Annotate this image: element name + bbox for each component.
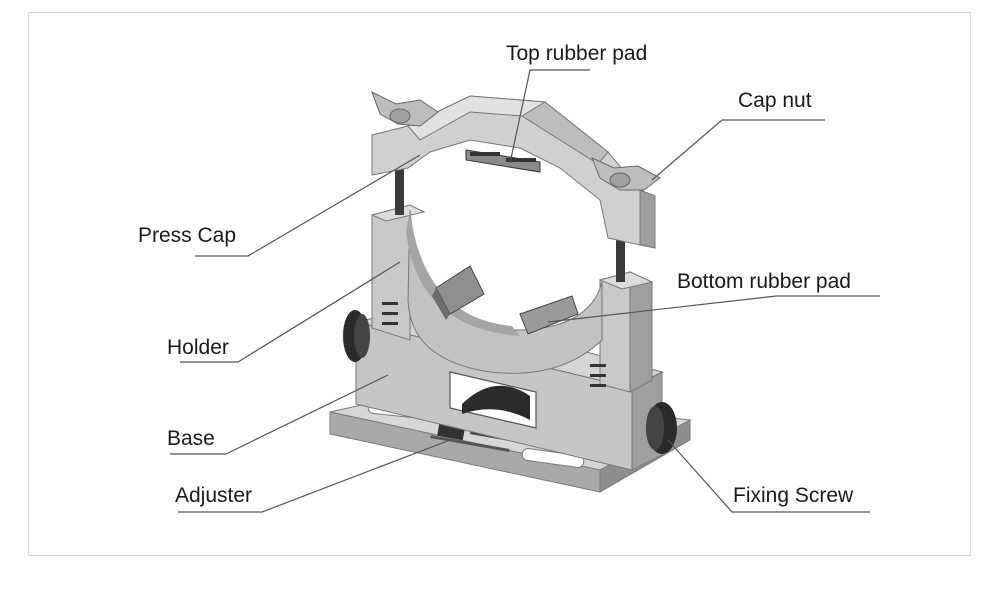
holder — [370, 204, 654, 393]
label-top-rubber-pad: Top rubber pad — [506, 42, 648, 65]
leader-bottom-rubber-pad — [547, 295, 880, 323]
leader-lines — [170, 69, 880, 513]
leader-top-rubber-pad — [509, 69, 590, 164]
threaded-rods — [395, 160, 625, 282]
leader-adjuster — [178, 439, 451, 513]
label-fixing-screw: Fixing Screw — [733, 484, 854, 507]
cap-nuts — [371, 90, 661, 191]
leader-cap-nut — [651, 119, 825, 181]
figure-frame — [28, 12, 971, 556]
leader-base — [170, 374, 389, 455]
press-cap — [371, 95, 656, 249]
leader-holder — [180, 261, 401, 363]
label-base: Base — [167, 427, 215, 450]
label-press-cap: Press Cap — [138, 224, 237, 247]
label-adjuster: Adjuster — [175, 484, 253, 507]
label-bottom-rubber-pad: Bottom rubber pad — [677, 270, 851, 293]
leader-press-cap — [195, 154, 421, 257]
label-cap-nut: Cap nut — [738, 89, 812, 112]
label-holder: Holder — [167, 336, 229, 359]
leader-fixing-screw — [667, 439, 870, 513]
